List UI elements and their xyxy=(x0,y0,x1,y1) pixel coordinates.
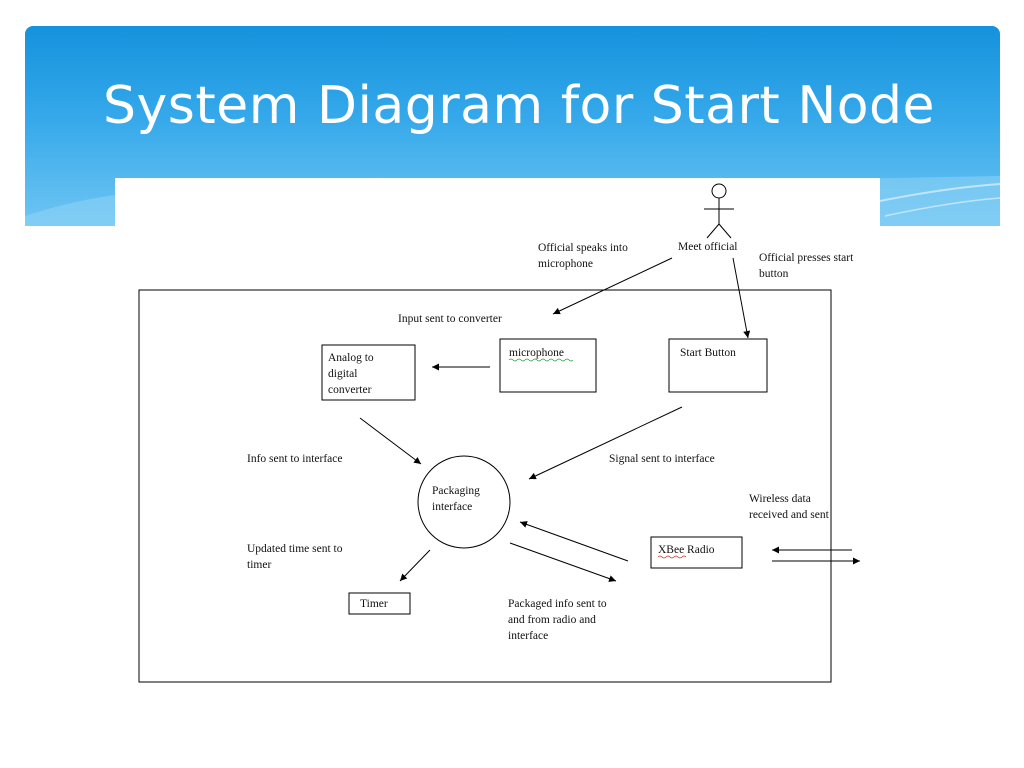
slide-title: System Diagram for Start Node xyxy=(103,76,936,136)
arrow-official-to-start-button xyxy=(732,257,751,339)
node-timer-box xyxy=(348,592,411,615)
actor-meet-official-label: Meet official xyxy=(678,241,738,253)
arrow-packaging-to-timer xyxy=(399,549,431,582)
spellcheck-underline xyxy=(657,555,687,559)
official-stick-figure-icon xyxy=(704,183,734,239)
spellcheck-underline xyxy=(508,358,574,362)
node-start-button-box xyxy=(668,338,768,393)
node-adc-box xyxy=(321,344,416,401)
signal-interface-label: Signal sent to interface xyxy=(609,453,715,465)
arrow-official-to-microphone xyxy=(552,257,673,315)
node-adc-label: Analog to digital converter xyxy=(328,352,377,396)
node-packaging-label: Packaging interface xyxy=(432,485,483,513)
packaged-info-label: Packaged info sent to and from radio and… xyxy=(508,598,610,642)
arrow-packaging-to-xbee xyxy=(509,542,617,582)
node-microphone-box xyxy=(499,338,597,393)
arrow-xbee-to-packaging xyxy=(519,521,629,562)
arrow-adc-to-packaging xyxy=(359,417,422,465)
wireless-label: Wireless data received and sent xyxy=(749,493,830,521)
node-packaging-circle xyxy=(417,455,511,549)
updated-time-label: Updated time sent to timer xyxy=(247,543,345,571)
arrow-start-button-to-packaging xyxy=(528,406,683,480)
node-microphone-label: microphone xyxy=(509,347,564,359)
node-start-button-label: Start Button xyxy=(680,347,736,359)
info-interface-label: Info sent to interface xyxy=(247,453,342,465)
node-xbee-label: XBee Radio xyxy=(658,544,715,556)
input-converter-label: Input sent to converter xyxy=(398,313,502,325)
official-presses-label: Official presses start button xyxy=(759,252,856,280)
node-timer-label: Timer xyxy=(360,598,388,610)
official-speaks-label: Official speaks into microphone xyxy=(538,242,631,270)
node-xbee-box xyxy=(650,536,743,569)
